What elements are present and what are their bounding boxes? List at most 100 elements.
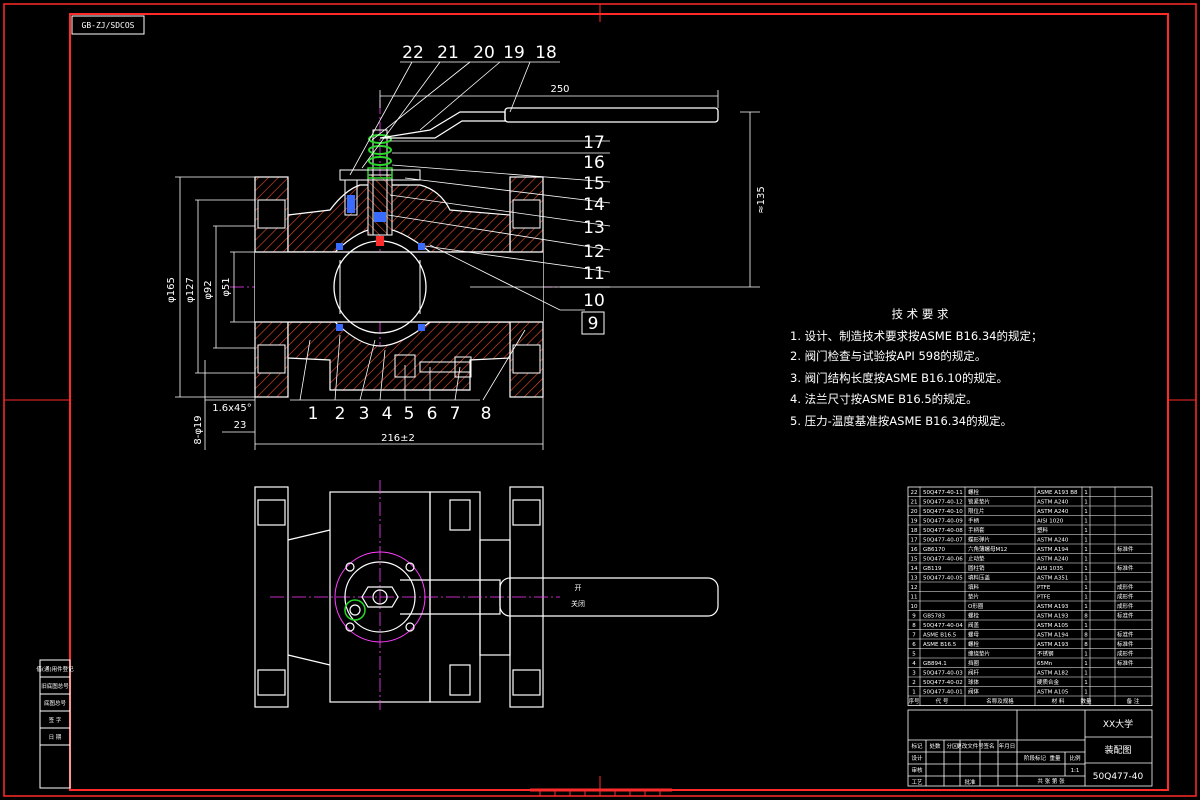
scale-value: 1:1	[1071, 768, 1080, 774]
drawing-name: 装配图	[1104, 744, 1131, 756]
bom-material: PTFE	[1037, 595, 1051, 601]
balloon-15: 15	[583, 174, 605, 194]
rev-doc: 更改文件号	[956, 742, 984, 750]
balloon-21: 21	[437, 43, 459, 63]
bom-material: ASTM A193	[1037, 642, 1069, 648]
bom-code: GB5783	[923, 614, 946, 620]
bom-header-code: 代 号	[936, 697, 949, 705]
dim-d165: φ165	[166, 277, 177, 303]
bom-name: 缠绕垫片	[968, 650, 990, 658]
balloon-10: 10	[583, 291, 605, 311]
bom-no: 14	[911, 566, 918, 572]
bom-qty: 1	[1084, 576, 1088, 582]
bom-no: 18	[911, 528, 918, 534]
scale-label: 比例	[1069, 754, 1081, 762]
bom-material: ASTM A193	[1037, 614, 1069, 620]
bom-no: 9	[912, 614, 916, 620]
bom-no: 22	[911, 490, 918, 496]
bom-name: 手柄	[968, 517, 980, 525]
bom-qty: 1	[1084, 509, 1088, 515]
bom-header-name: 名称及规格	[986, 697, 1014, 705]
bom-header-material: 材 料	[1052, 697, 1065, 705]
bom-note: 标准件	[1117, 640, 1134, 648]
bom-name: 手柄套	[968, 526, 985, 534]
bom-note: 标准件	[1117, 564, 1134, 572]
bom-no: 8	[912, 623, 916, 629]
bom-note: 成形件	[1117, 583, 1134, 591]
bom-code: ASME B16.5	[923, 633, 957, 639]
balloon-2: 2	[335, 404, 346, 424]
bom-name: 蝶形弹片	[968, 536, 990, 544]
balloon-7: 7	[450, 404, 461, 424]
requirement-3: 3. 阀门结构长度按ASME B16.10的规定。	[790, 371, 1008, 385]
bom-code: 50Q477-40-08	[923, 528, 963, 534]
handle-open-text: 开	[575, 584, 582, 592]
bom-no: 12	[911, 585, 918, 591]
bom-name: 止动垫	[968, 555, 985, 563]
bom-no: 7	[912, 633, 916, 639]
bom-qty: 1	[1084, 690, 1088, 696]
bom-material: PTFE	[1037, 585, 1051, 591]
bom-no: 10	[911, 604, 918, 610]
bom-header-no: 序号	[908, 697, 920, 705]
drawing-number: 50Q477-40	[1093, 772, 1144, 782]
bom-code: 50Q477-40-04	[923, 623, 963, 629]
side-label-1: 借(通)用件登记	[36, 665, 74, 673]
balloon-22: 22	[402, 43, 424, 63]
dim-d51: φ51	[221, 277, 232, 296]
dim-height: ≈135	[756, 186, 767, 213]
bom-code: 50Q477-40-03	[923, 671, 963, 677]
requirement-5: 5. 压力-温度基准按ASME B16.34的规定。	[790, 414, 1012, 428]
bom-no: 19	[911, 519, 918, 525]
balloon-11: 11	[583, 264, 605, 284]
balloon-1: 1	[308, 404, 319, 424]
top-view	[254, 480, 719, 710]
bom-code: 50Q477-40-09	[923, 519, 963, 525]
rev-date: 年月日	[999, 742, 1016, 750]
side-label-4: 签 字	[49, 716, 62, 724]
bom-material: ASTM A194	[1037, 547, 1069, 553]
bom-material: ASME A193 B8	[1037, 490, 1078, 496]
dim-d92: φ92	[203, 280, 214, 299]
bom-note: 成形件	[1117, 593, 1134, 601]
balloon-14: 14	[583, 195, 605, 215]
bom-note: 标准件	[1117, 631, 1134, 639]
bom-header-note: 备 注	[1127, 697, 1140, 705]
balloon-5: 5	[404, 404, 415, 424]
rev-mark: 标记	[911, 742, 923, 750]
bom-qty: 1	[1084, 604, 1088, 610]
bom-name: O形圈	[968, 602, 984, 610]
bom-material: AISI 1020	[1037, 519, 1064, 525]
requirements-title: 技 术 要 求	[892, 307, 949, 321]
balloon-17: 17	[583, 133, 605, 153]
bom-name: 阀杆	[968, 669, 980, 677]
front-section-view	[230, 100, 719, 398]
bom-no: 3	[912, 671, 916, 677]
balloon-3: 3	[359, 404, 370, 424]
stage-label: 阶段标记	[1024, 754, 1047, 762]
technical-requirements: 技 术 要 求 1. 设计、制造技术要求按ASME B16.34的规定； 2. …	[790, 307, 1042, 428]
bom-name: 挡圈	[968, 659, 980, 667]
bom-name: 锁紧垫片	[968, 498, 990, 506]
bom-header-qty: 数量	[1080, 697, 1092, 705]
bom-material: AISI 1035	[1037, 566, 1064, 572]
side-label-3: 底图总号	[44, 699, 67, 707]
dim-holes: 8-φ19	[193, 415, 204, 444]
bom-qty: 1	[1084, 585, 1088, 591]
balloon-13: 13	[583, 218, 605, 238]
bom-name: 球体	[968, 678, 980, 686]
bom-note: 标准件	[1117, 612, 1134, 620]
bom-no: 5	[912, 652, 916, 658]
bom-name: 填料压盖	[968, 574, 991, 582]
bom-qty: 8	[1084, 614, 1088, 620]
bom-material: 塑料	[1037, 526, 1049, 534]
bom-note: 标准件	[1117, 659, 1134, 667]
bom-no: 20	[911, 509, 918, 515]
bom-no: 11	[911, 595, 918, 601]
balloon-9: 9	[588, 314, 599, 334]
bom-code: 50Q477-40-01	[923, 690, 963, 696]
balloon-9-box	[581, 311, 605, 335]
bom-name: 填料	[968, 583, 980, 591]
